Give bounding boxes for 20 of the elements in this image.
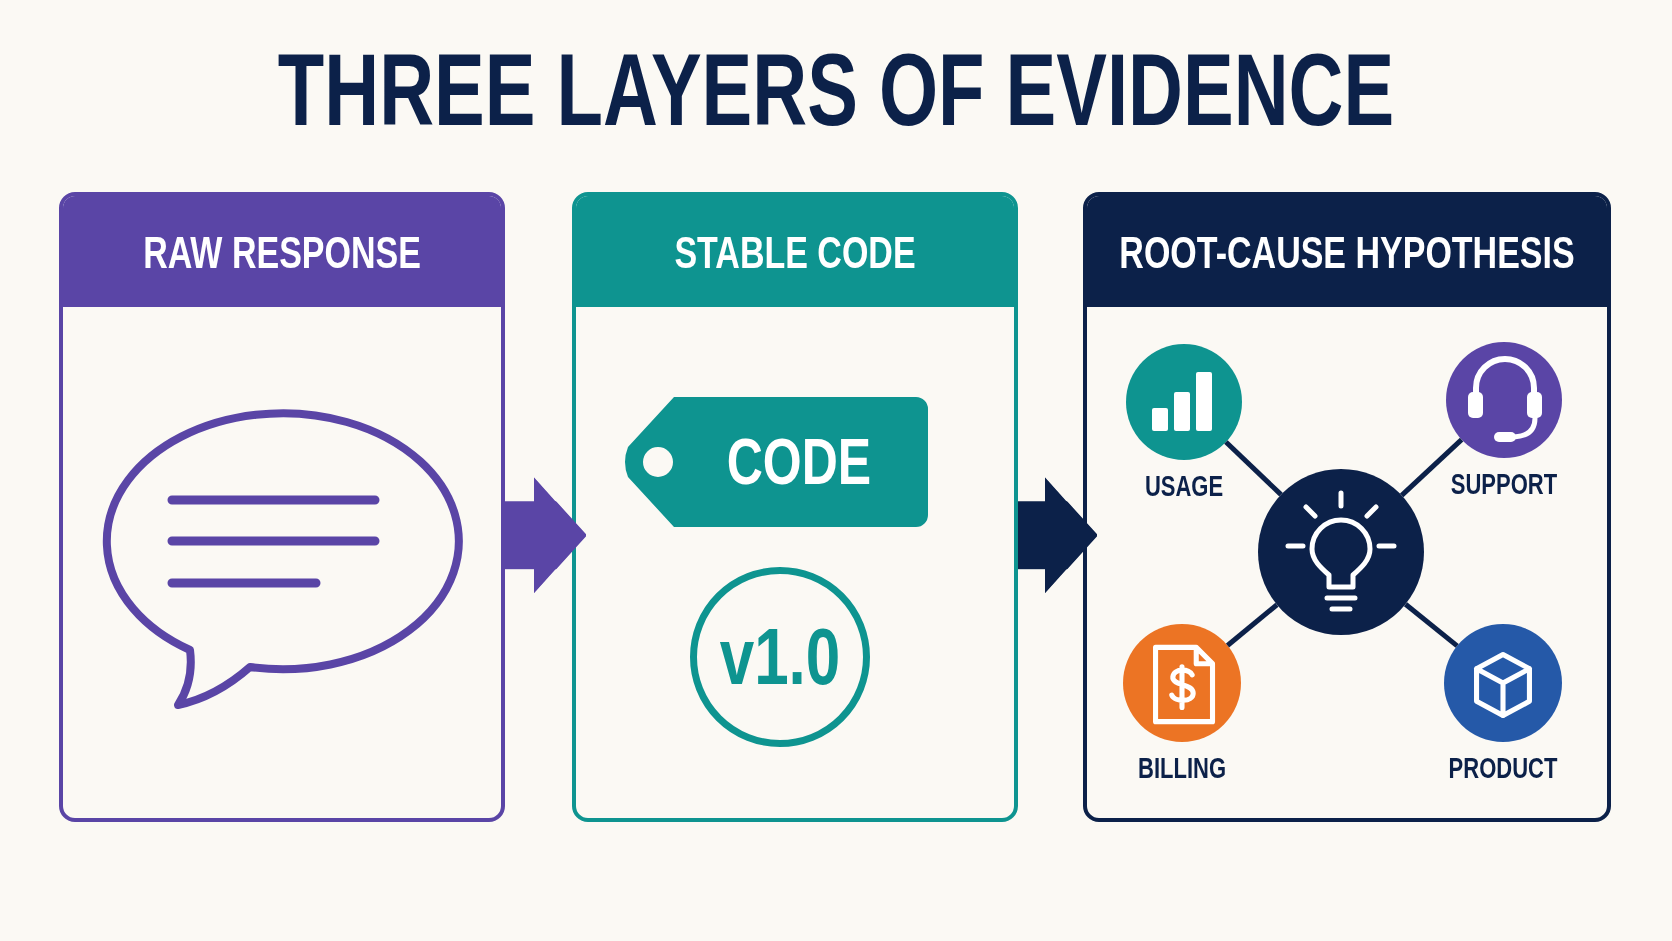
category-label: USAGE	[1144, 472, 1224, 502]
panel-title: ROOT-CAUSE HYPOTHESIS	[1119, 229, 1575, 274]
tag-text: CODE	[726, 429, 872, 495]
connector-line	[1403, 602, 1459, 648]
lightbulb-icon	[1258, 469, 1424, 635]
panel-title: RAW RESPONSE	[143, 229, 421, 274]
connector-line	[1224, 440, 1283, 497]
panel	[1083, 192, 1611, 822]
panel-title: STABLE CODE	[674, 229, 916, 274]
category-label: SUPPORT	[1450, 470, 1558, 500]
category-label: PRODUCT	[1448, 754, 1558, 784]
panel	[572, 192, 1018, 822]
connector-line	[1400, 437, 1464, 498]
panel	[59, 192, 505, 822]
arrow	[505, 477, 586, 594]
title: THREE LAYERS OF EVIDENCE	[277, 38, 1395, 142]
version-badge: v1.0	[690, 567, 870, 747]
category-label: BILLING	[1138, 754, 1226, 784]
arrow	[1018, 477, 1097, 594]
connector-line	[1225, 602, 1279, 648]
